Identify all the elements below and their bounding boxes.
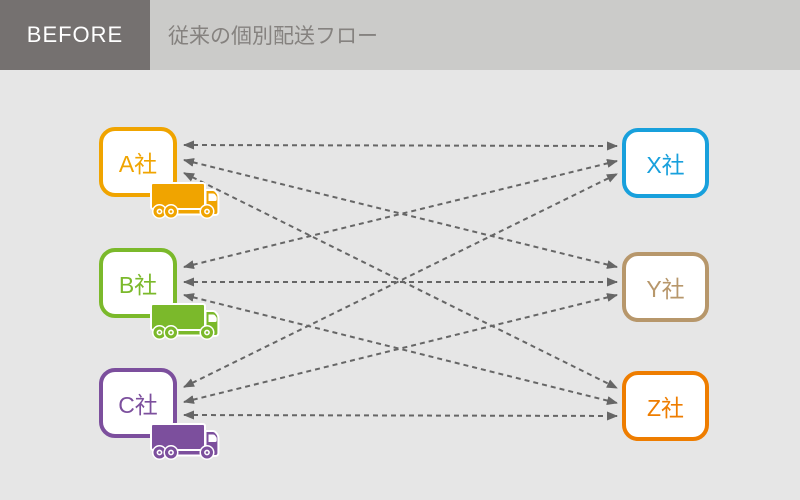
sender-node-c-label: C社 [118, 392, 158, 418]
truck-wheels [152, 204, 215, 219]
receiver-node-x: X社 [622, 128, 709, 198]
sender-node-b: B社 [99, 248, 220, 340]
receiver-node-z: Z社 [622, 371, 709, 441]
truck-wheels [152, 445, 215, 460]
sender-node-a: A社 [99, 127, 220, 219]
truck-icon [150, 303, 220, 340]
delivery-route-A-X [183, 140, 618, 151]
receiver-node-y: Y社 [622, 252, 709, 322]
delivery-route-C-Z [183, 410, 618, 421]
receiver-node-z-label: Z社 [646, 395, 685, 421]
diagram-title: 従来の個別配送フロー [168, 25, 378, 48]
truck-icon [150, 182, 220, 219]
receiver-node-x-label: X社 [646, 152, 685, 178]
receiver-node-y-label: Y社 [646, 276, 685, 302]
header-band: BEFORE 従来の個別配送フロー [0, 0, 800, 70]
sender-node-b-label: B社 [118, 272, 158, 298]
truck-wheels [152, 325, 215, 340]
sender-node-c: C社 [99, 368, 220, 460]
delivery-route-C-Y [183, 293, 618, 404]
truck-icon [150, 423, 220, 460]
sender-node-a-label: A社 [118, 151, 158, 177]
before-badge: BEFORE [0, 0, 150, 70]
